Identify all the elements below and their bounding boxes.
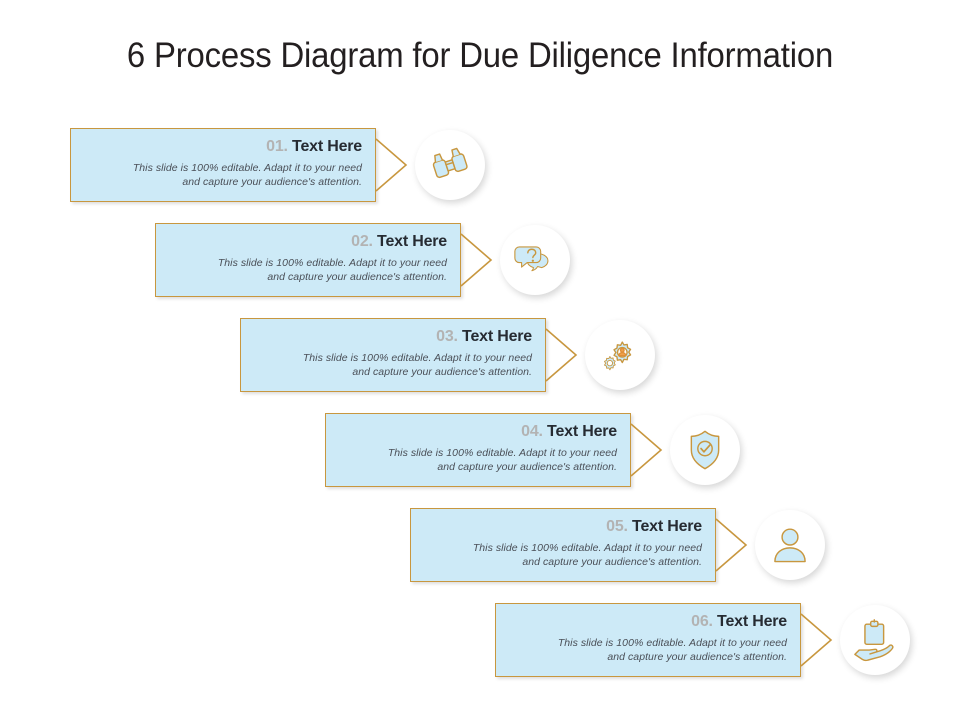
step-number: 03. xyxy=(436,328,458,345)
step-description-line-1: This slide is 100% editable. Adapt it to… xyxy=(557,637,787,649)
step-description-line-1: This slide is 100% editable. Adapt it to… xyxy=(302,352,532,364)
step-heading: 01. Text Here xyxy=(84,137,362,157)
shield-check-icon xyxy=(682,427,728,473)
user-person-icon xyxy=(767,522,813,568)
step-description: This slide is 100% editable. Adapt it to… xyxy=(254,351,532,379)
step-description-line-2: and capture your audience's attention. xyxy=(352,366,532,378)
step-title: Text Here xyxy=(287,138,362,155)
step-description-line-2: and capture your audience's attention. xyxy=(437,461,617,473)
step-description-line-2: and capture your audience's attention. xyxy=(267,271,447,283)
step-arrow-icon xyxy=(545,328,579,382)
step-description-line-1: This slide is 100% editable. Adapt it to… xyxy=(472,542,702,554)
step-title: Text Here xyxy=(542,423,617,440)
step-description: This slide is 100% editable. Adapt it to… xyxy=(169,256,447,284)
step-arrow-icon xyxy=(630,423,664,477)
step-icon-badge xyxy=(840,605,910,675)
step-icon-badge xyxy=(585,320,655,390)
step-title: Text Here xyxy=(457,328,532,345)
step-icon-badge xyxy=(755,510,825,580)
step-number: 06. xyxy=(691,613,713,630)
step-description-line-2: and capture your audience's attention. xyxy=(182,176,362,188)
step-arrow-icon xyxy=(375,138,409,192)
step-description-line-2: and capture your audience's attention. xyxy=(522,556,702,568)
step-heading: 02. Text Here xyxy=(169,232,447,252)
step-title: Text Here xyxy=(372,233,447,250)
step-heading: 05. Text Here xyxy=(424,517,702,537)
step-description-line-1: This slide is 100% editable. Adapt it to… xyxy=(217,257,447,269)
step-description: This slide is 100% editable. Adapt it to… xyxy=(84,161,362,189)
step-arrow-icon xyxy=(460,233,494,287)
step-heading: 04. Text Here xyxy=(339,422,617,442)
step-description: This slide is 100% editable. Adapt it to… xyxy=(339,446,617,474)
hand-holding-clipboard-icon xyxy=(852,617,898,663)
gears-person-icon xyxy=(597,332,643,378)
step-title: Text Here xyxy=(627,518,702,535)
step-icon-badge xyxy=(670,415,740,485)
step-number: 02. xyxy=(351,233,373,250)
step-heading: 03. Text Here xyxy=(254,327,532,347)
step-heading: 06. Text Here xyxy=(509,612,787,632)
step-arrow-icon xyxy=(800,613,834,667)
step-description-line-1: This slide is 100% editable. Adapt it to… xyxy=(387,447,617,459)
step-description: This slide is 100% editable. Adapt it to… xyxy=(424,541,702,569)
page-title: 6 Process Diagram for Due Diligence Info… xyxy=(126,36,834,75)
step-number: 05. xyxy=(606,518,628,535)
binoculars-icon xyxy=(427,142,473,188)
question-speech-bubbles-icon xyxy=(512,237,558,283)
step-icon-badge xyxy=(500,225,570,295)
step-description-line-1: This slide is 100% editable. Adapt it to… xyxy=(132,162,362,174)
step-number: 04. xyxy=(521,423,543,440)
step-icon-badge xyxy=(415,130,485,200)
step-number: 01. xyxy=(266,138,288,155)
step-arrow-icon xyxy=(715,518,749,572)
step-description-line-2: and capture your audience's attention. xyxy=(607,651,787,663)
step-title: Text Here xyxy=(712,613,787,630)
step-description: This slide is 100% editable. Adapt it to… xyxy=(509,636,787,664)
